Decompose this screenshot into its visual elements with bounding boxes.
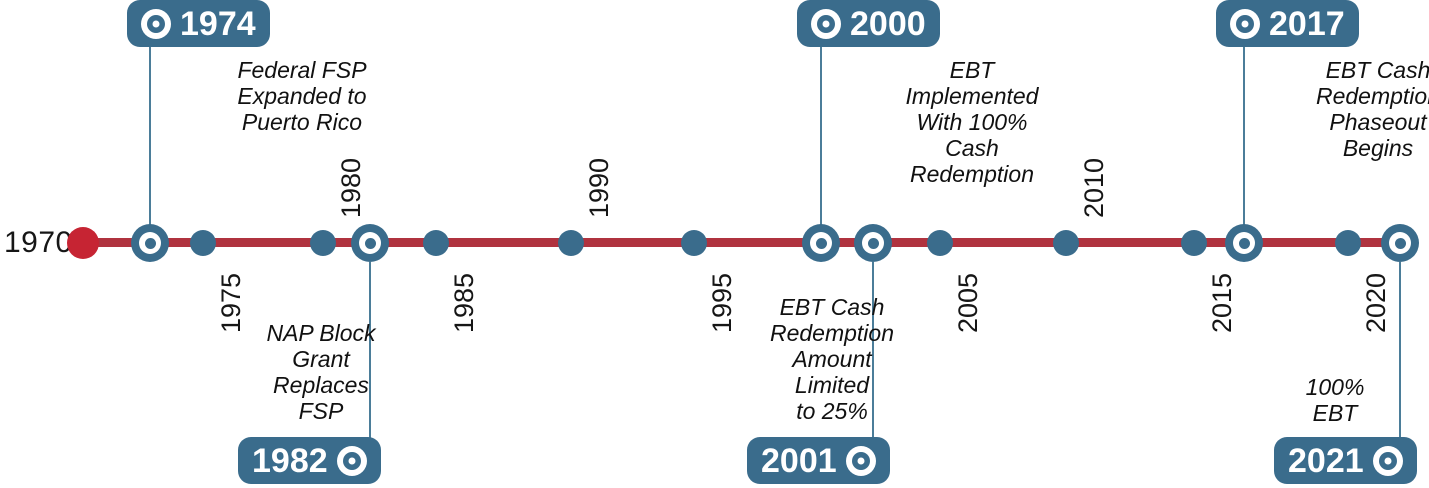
timeline-node-dot[interactable] [190, 230, 216, 256]
timeline-node-dot[interactable] [1335, 230, 1361, 256]
event-badge-1974[interactable]: 1974 [127, 0, 270, 47]
timeline-node-target-2001[interactable] [854, 224, 892, 262]
event-year-label: 2001 [761, 441, 837, 480]
event-year-label: 2017 [1269, 4, 1345, 43]
target-icon [359, 232, 381, 254]
timeline-node-target-2017[interactable] [1225, 224, 1263, 262]
target-icon [862, 232, 884, 254]
timeline-node-dot[interactable] [681, 230, 707, 256]
tick-label-1995: 1995 [707, 272, 737, 333]
target-icon [336, 445, 367, 476]
target-icon [811, 8, 841, 39]
tick-label-1990: 1990 [584, 157, 614, 218]
tick-label-2005: 2005 [953, 272, 983, 333]
event-note-1974: Federal FSP Expanded to Puerto Rico [237, 57, 367, 135]
event-year-label: 1974 [180, 4, 256, 43]
timeline-node-dot[interactable] [1053, 230, 1079, 256]
timeline-node-dot[interactable] [558, 230, 584, 256]
event-connector-2001 [872, 262, 874, 439]
event-note-2021: 100% EBT [1305, 374, 1365, 426]
tick-label-2015: 2015 [1207, 272, 1237, 333]
timeline-node-target-1974[interactable] [131, 224, 169, 262]
target-icon [1389, 232, 1411, 254]
target-icon [141, 8, 171, 39]
target-icon [1230, 8, 1260, 39]
event-note-1982: NAP Block Grant Replaces FSP [266, 320, 376, 424]
target-icon [845, 445, 876, 476]
tick-label-1985: 1985 [449, 272, 479, 333]
timeline-axis-line [83, 238, 1413, 247]
target-icon [1233, 232, 1255, 254]
event-badge-2000[interactable]: 2000 [797, 0, 940, 47]
event-connector-2021 [1399, 262, 1401, 439]
event-note-2000: EBT Implemented With 100% Cash Redemptio… [905, 57, 1039, 187]
target-icon [1372, 445, 1403, 476]
timeline-node-dot[interactable] [423, 230, 449, 256]
timeline-start-label: 1970 [4, 226, 73, 259]
target-icon [810, 232, 832, 254]
event-badge-1982[interactable]: 1982 [238, 437, 381, 484]
event-connector-1974 [149, 47, 151, 225]
tick-label-1980: 1980 [336, 157, 366, 218]
target-icon [139, 232, 161, 254]
timeline-node-dot[interactable] [1181, 230, 1207, 256]
event-badge-2021[interactable]: 2021 [1274, 437, 1417, 484]
tick-label-2020: 2020 [1361, 272, 1391, 333]
event-badge-2001[interactable]: 2001 [747, 437, 890, 484]
event-badge-2017[interactable]: 2017 [1216, 0, 1359, 47]
event-year-label: 1982 [252, 441, 328, 480]
timeline-node-dot[interactable] [927, 230, 953, 256]
event-connector-2000 [820, 47, 822, 225]
event-year-label: 2021 [1288, 441, 1364, 480]
timeline-node-target-2021[interactable] [1381, 224, 1419, 262]
event-note-2017: EBT Cash Redemption Phaseout Begins [1315, 57, 1429, 161]
timeline-start-dot [67, 227, 99, 259]
event-note-2001: EBT Cash Redemption Amount Limited to 25… [769, 294, 895, 424]
event-connector-2017 [1243, 47, 1245, 225]
timeline-node-dot[interactable] [310, 230, 336, 256]
event-connector-1982 [369, 262, 371, 439]
timeline-node-target-2000[interactable] [802, 224, 840, 262]
timeline-node-target-1982[interactable] [351, 224, 389, 262]
event-year-label: 2000 [850, 4, 926, 43]
